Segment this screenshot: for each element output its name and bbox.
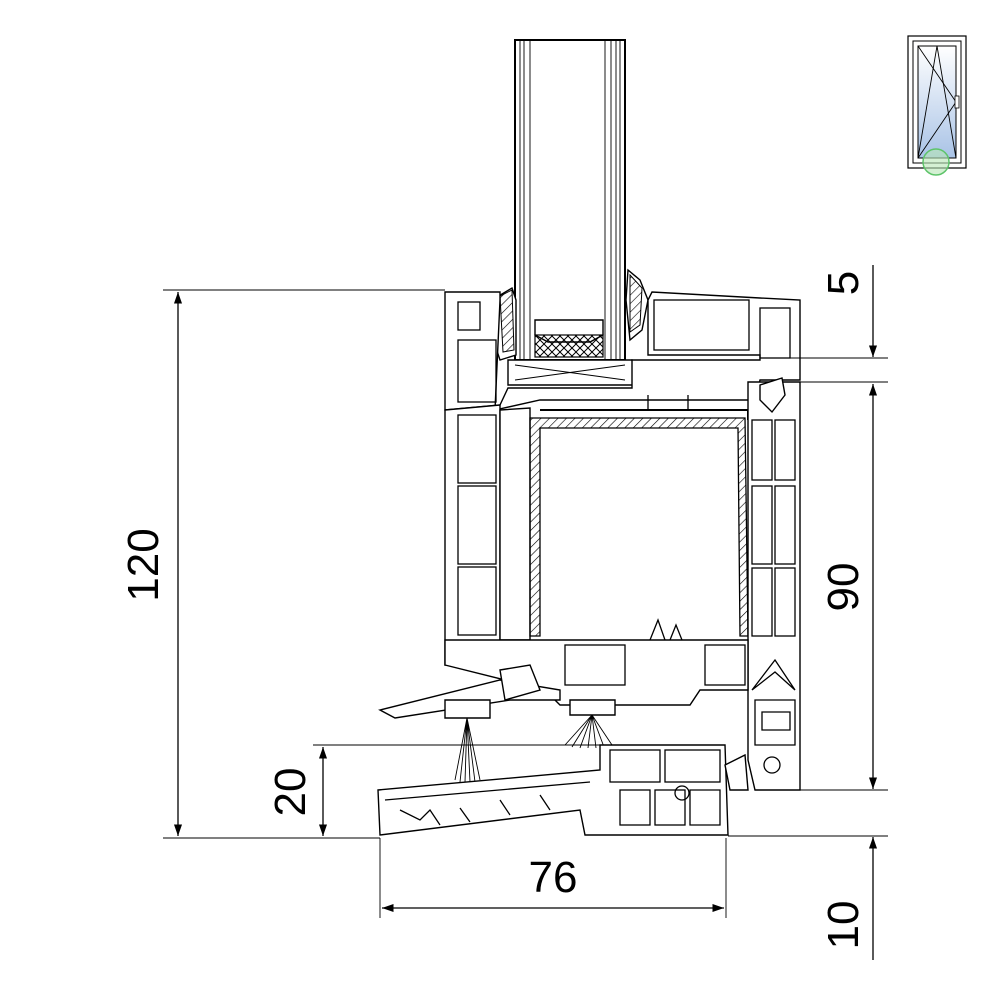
dim-threshold-height: 20 — [266, 768, 315, 817]
dim-threshold-depth: 76 — [529, 853, 578, 902]
dimension-lines — [163, 265, 888, 960]
glazing-unit — [507, 39, 637, 386]
dim-frame-depth: 90 — [819, 563, 868, 612]
tilt-turn-window-icon — [907, 35, 967, 176]
frame-profile — [444, 377, 801, 791]
threshold-profile — [377, 744, 749, 836]
dim-threshold-step: 10 — [819, 901, 868, 950]
glazing-gaskets — [489, 268, 649, 361]
drip-rail — [378, 664, 561, 719]
dim-total-height: 120 — [119, 528, 168, 601]
brush-seals — [444, 699, 616, 783]
sash-profile — [444, 291, 801, 411]
dim-sash-overlap: 5 — [819, 271, 868, 295]
highlight-circle — [922, 148, 950, 176]
